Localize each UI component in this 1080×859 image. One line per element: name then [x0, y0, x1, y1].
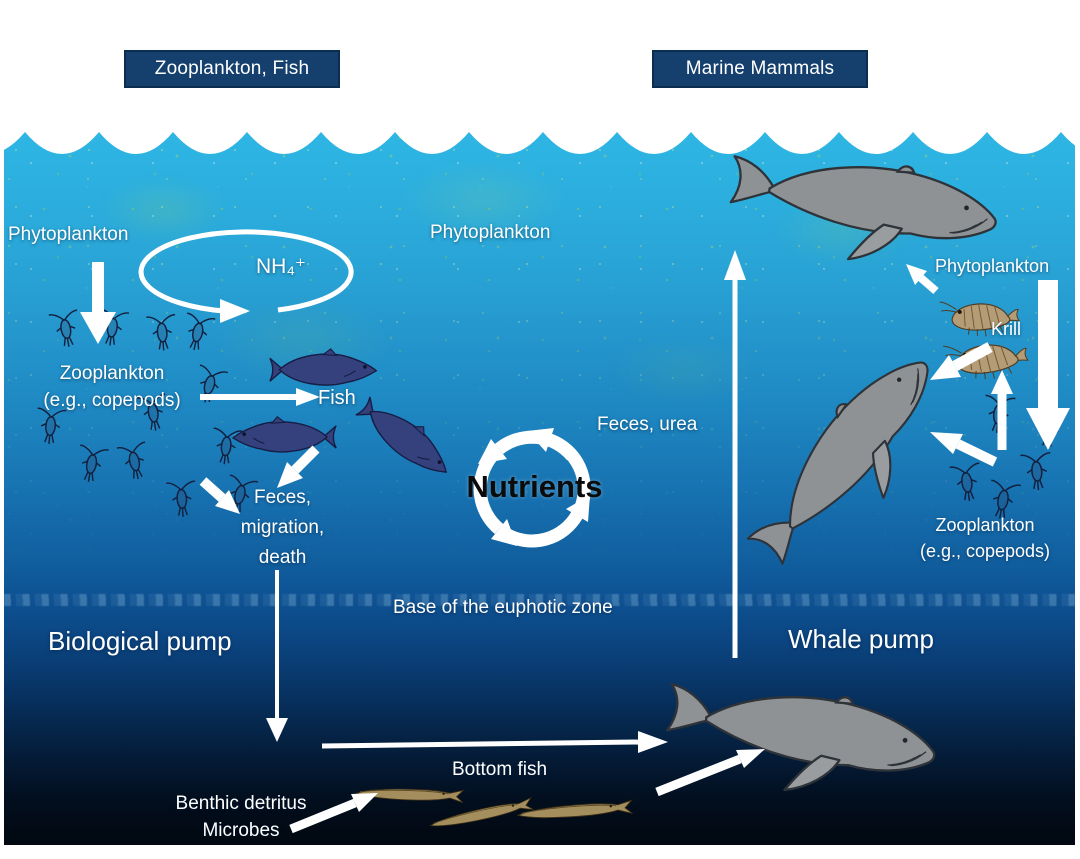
- phytoplankton-label-center: Phytoplankton: [430, 222, 551, 243]
- zooplankton-label-left: Zooplankton (e.g., copepods): [22, 360, 202, 414]
- fish-label: Fish: [318, 387, 356, 409]
- feces-urea-label: Feces, urea: [597, 414, 698, 435]
- zooplankton-label-right: Zooplankton (e.g., copepods): [895, 512, 1075, 564]
- feces-label-line1: Feces,: [253, 487, 312, 508]
- ammonium-label: NH₄⁺: [256, 255, 306, 278]
- zooplankton-label-right-line2: (e.g., copepods): [919, 541, 1051, 561]
- marine-mammals-title-box: Marine Mammals: [652, 50, 868, 88]
- feces-migration-death-label: Feces, migration, death: [200, 483, 365, 573]
- wave-surface: [4, 129, 1075, 154]
- marine-mammals-title: Marine Mammals: [685, 58, 835, 79]
- feces-label-line3: death: [258, 547, 307, 568]
- euphotic-zone-label: Base of the euphotic zone: [393, 597, 613, 618]
- biological-pump-label: Biological pump: [48, 626, 232, 656]
- nutrients-label: Nutrients: [466, 469, 603, 504]
- bottom-fish-label: Bottom fish: [452, 759, 548, 780]
- krill-label: Krill: [991, 319, 1021, 339]
- feces-label-line2: migration,: [240, 517, 325, 538]
- benthic-label-line2: Microbes: [202, 820, 280, 841]
- benthic-detritus-microbes-label: Benthic detritus Microbes: [155, 790, 327, 844]
- phytoplankton-label-left: Phytoplankton: [8, 224, 129, 245]
- benthic-label-line1: Benthic detritus: [175, 793, 307, 814]
- zooplankton-label-left-line2: (e.g., copepods): [43, 390, 181, 411]
- zooplankton-fish-title: Zooplankton, Fish: [154, 58, 310, 79]
- phytoplankton-label-right: Phytoplankton: [935, 256, 1050, 276]
- euphotic-zone-boundary-texture: [4, 594, 1075, 606]
- zooplankton-label-left-line1: Zooplankton: [59, 363, 165, 384]
- whale-pump-label: Whale pump: [788, 624, 934, 654]
- zooplankton-fish-title-box: Zooplankton, Fish: [124, 50, 340, 88]
- zooplankton-label-right-line1: Zooplankton: [935, 515, 1035, 535]
